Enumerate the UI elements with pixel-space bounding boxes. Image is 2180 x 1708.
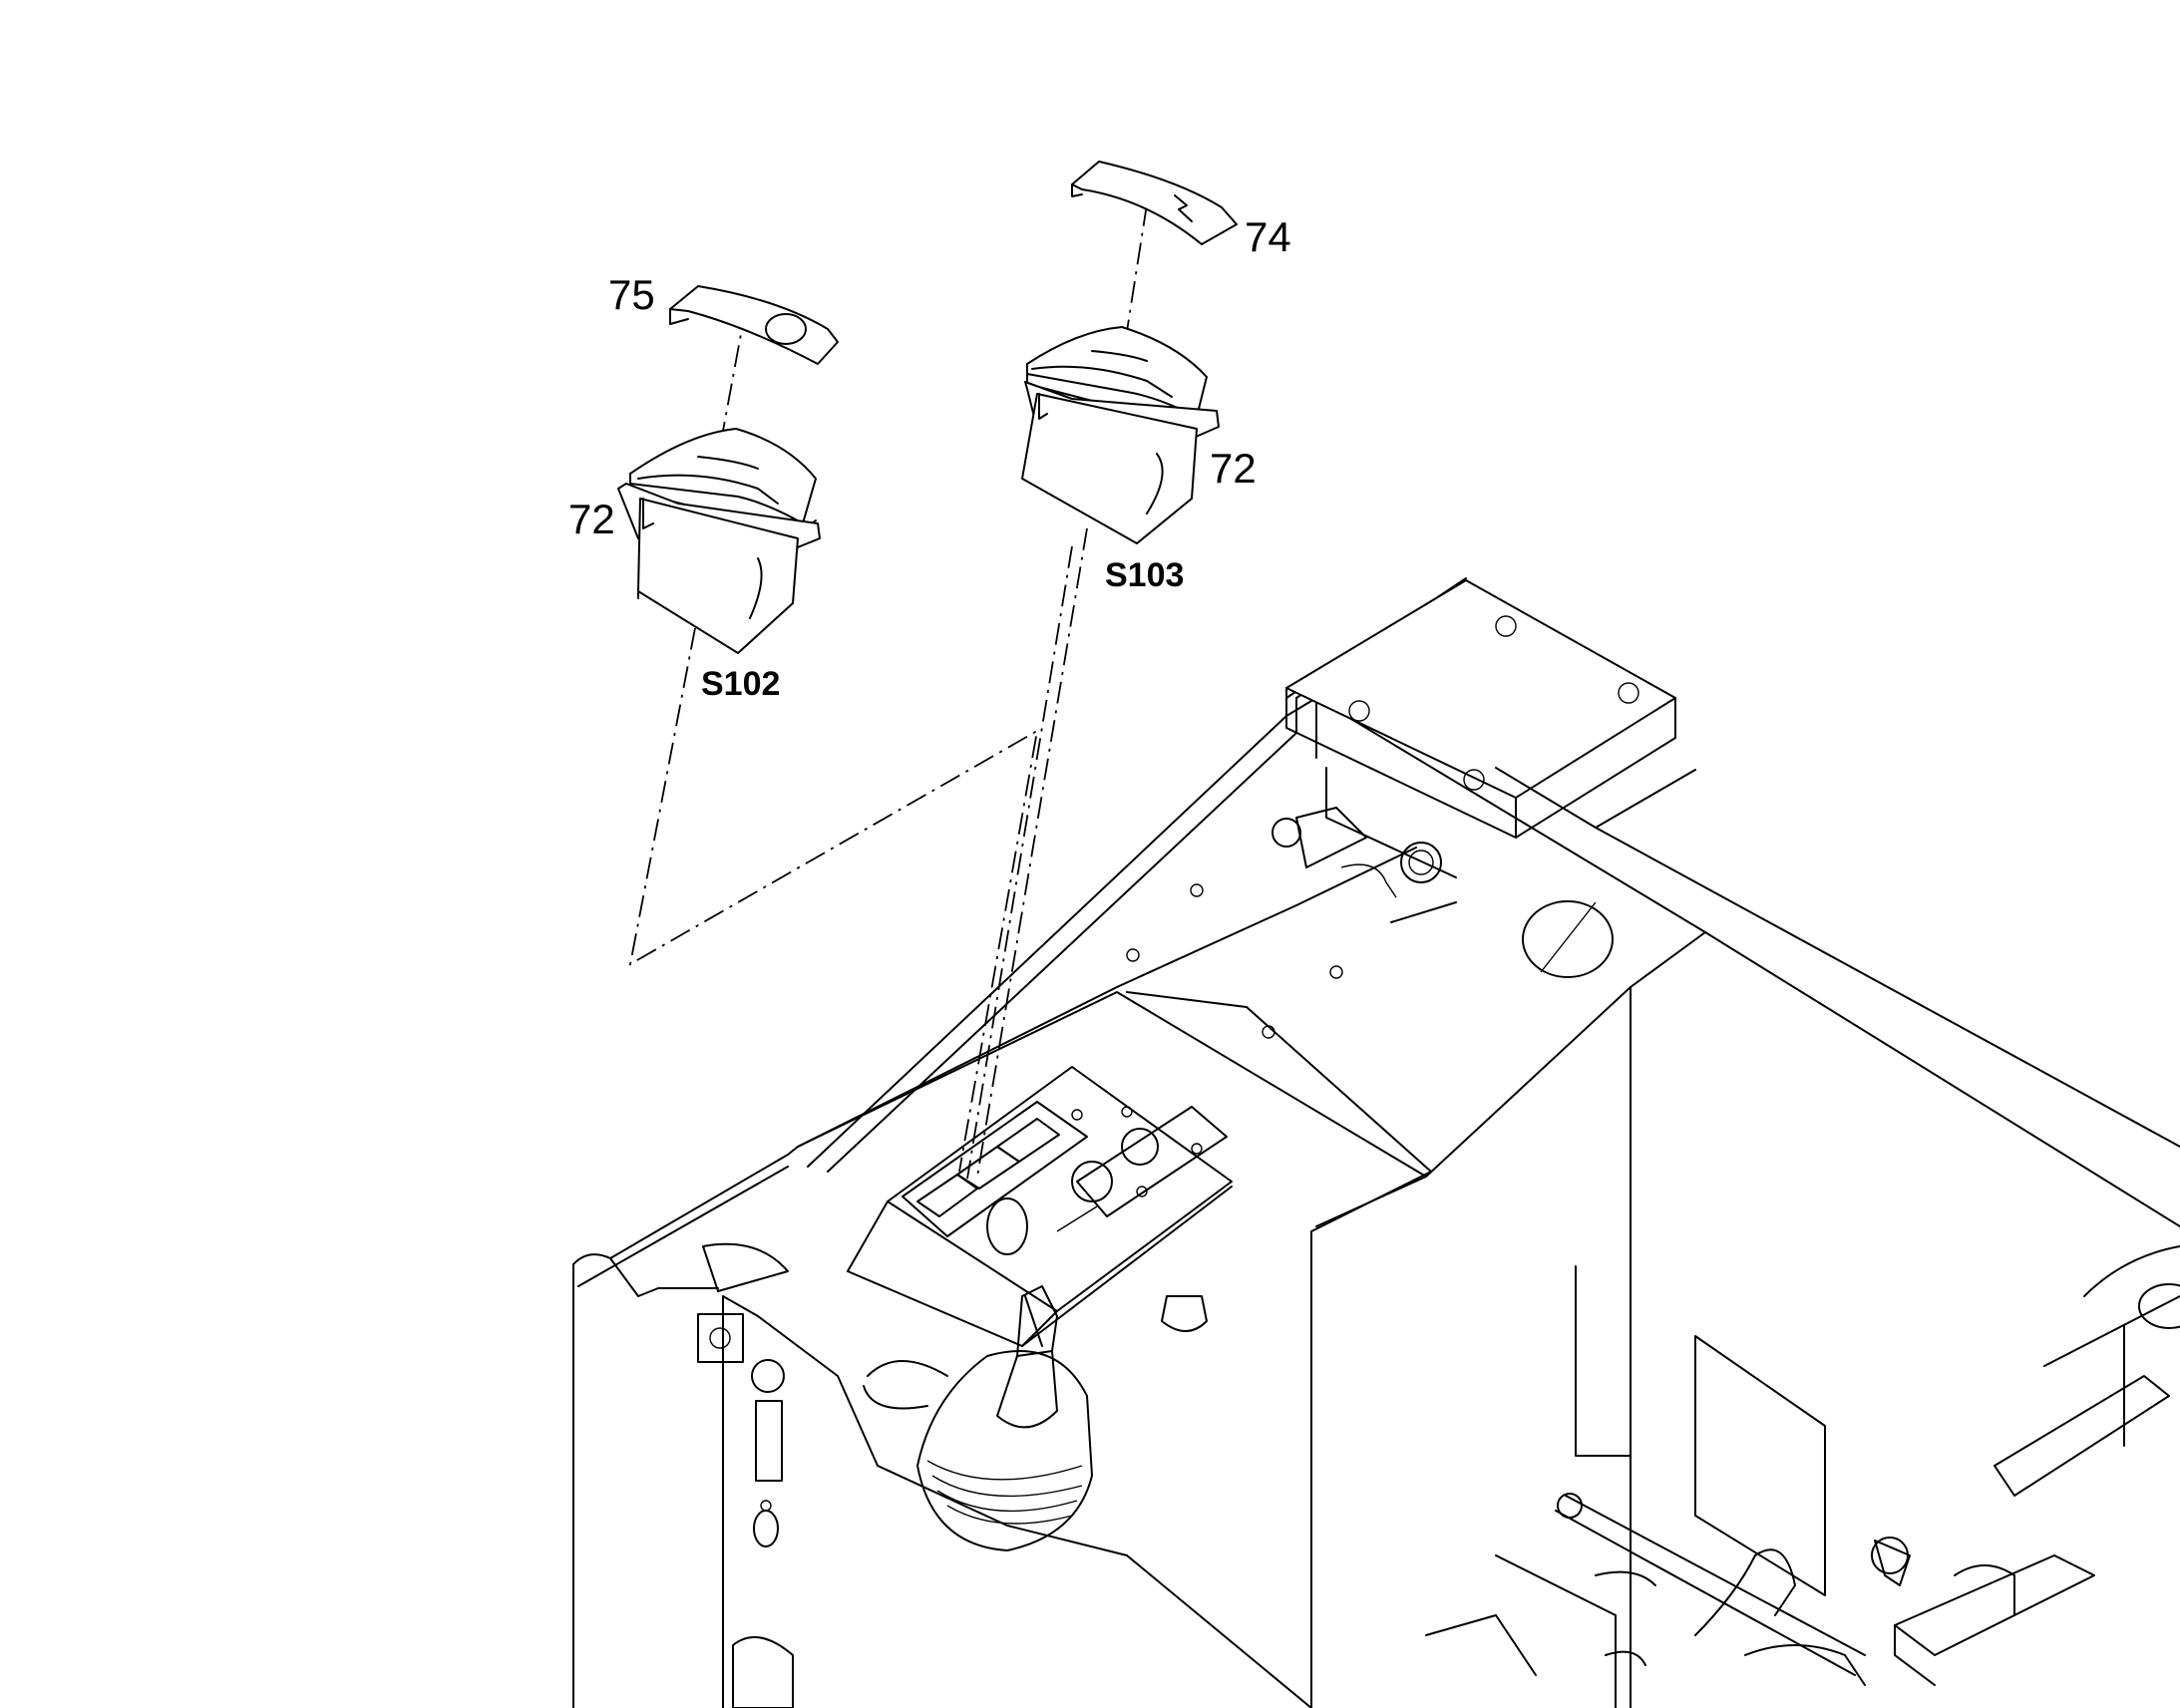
callout-72-right: 72 xyxy=(1210,445,1257,492)
label-s103: S103 xyxy=(1105,556,1184,594)
label-s102: S102 xyxy=(701,665,780,703)
callout-75: 75 xyxy=(608,271,655,318)
switch-s103 xyxy=(1021,161,1238,544)
callout-74: 74 xyxy=(1245,213,1291,260)
lens-75 xyxy=(669,285,839,365)
lightning-icon xyxy=(1174,194,1193,222)
callout-72-left: 72 xyxy=(568,496,615,542)
machine-body xyxy=(572,577,2180,1708)
callouts: 75 74 72 72 xyxy=(568,213,1291,542)
switch-s102 xyxy=(617,285,839,654)
part-labels: S102 S103 xyxy=(701,556,1184,703)
lens-74 xyxy=(1071,161,1238,245)
circle-icon xyxy=(765,313,807,345)
